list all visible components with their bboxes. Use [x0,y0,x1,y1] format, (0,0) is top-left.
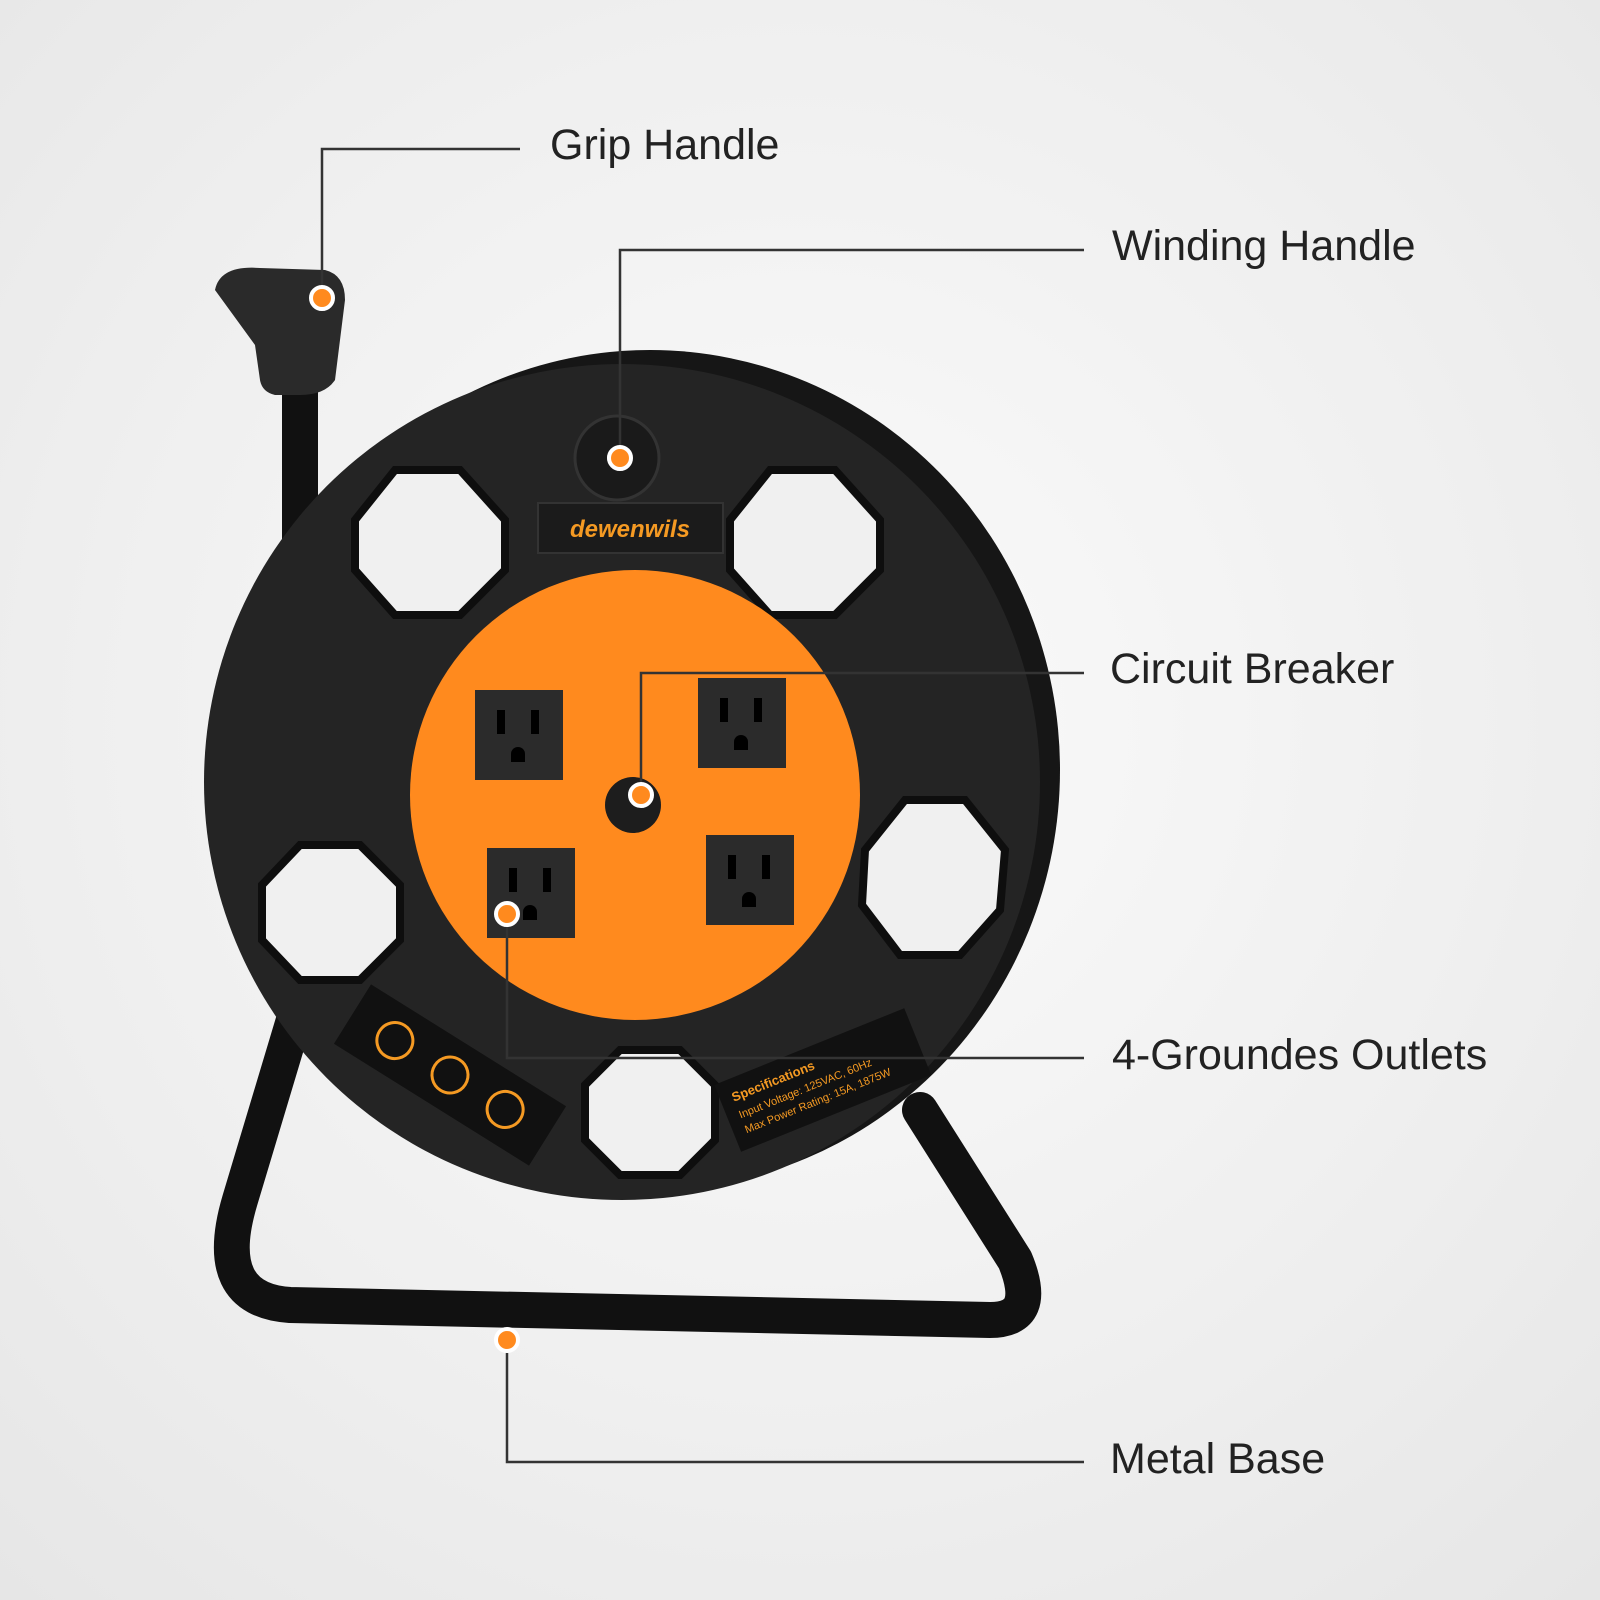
outlets [475,678,794,938]
reel-holes [258,466,1010,1179]
callout-dots [309,285,654,1353]
leader-lines [320,147,1084,1464]
label-metal-base: Metal Base [1110,1435,1326,1483]
label-grip-handle: Grip Handle [550,121,780,169]
metal-base [213,362,1042,1338]
brand-logo: dewenwils [570,516,690,543]
label-circuit-breaker: Circuit Breaker [1110,645,1395,693]
label-winding-handle: Winding Handle [1112,222,1416,270]
label-outlets: 4-Groundes Outlets [1112,1031,1488,1079]
